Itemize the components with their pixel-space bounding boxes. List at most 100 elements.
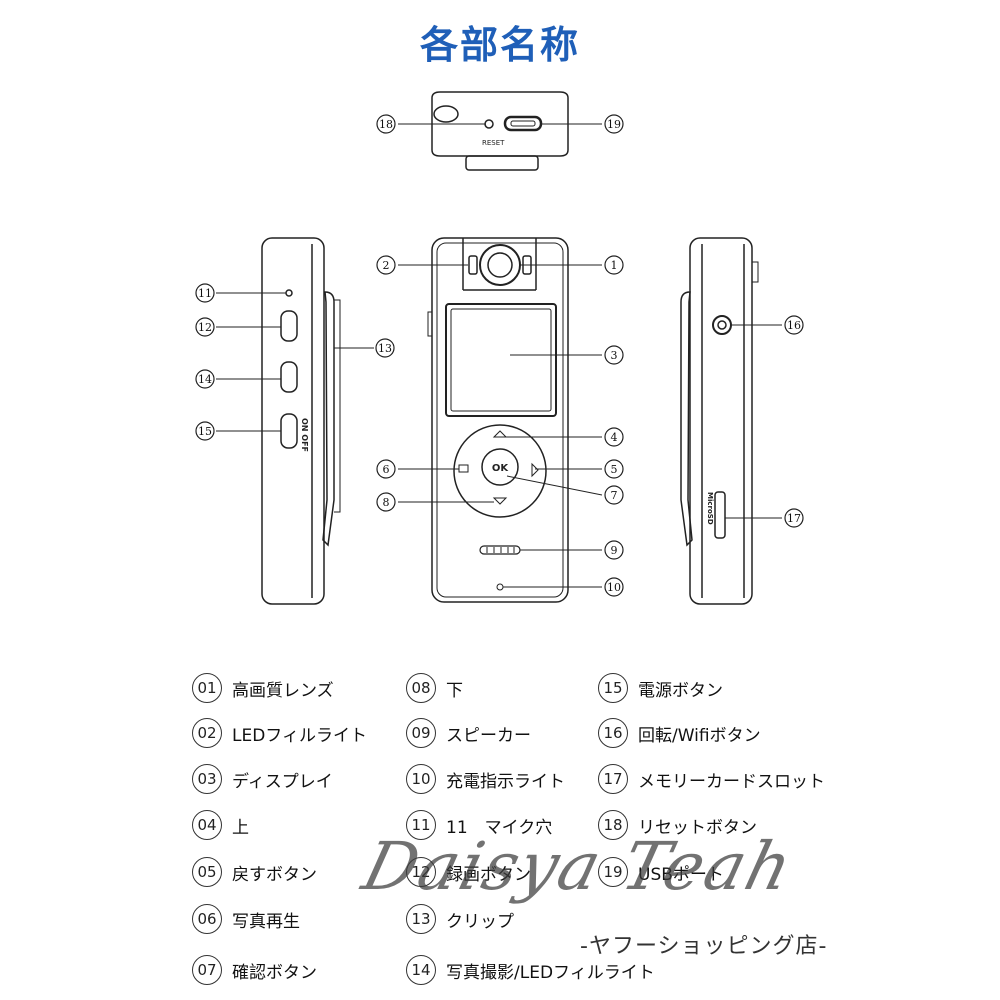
svg-text:3: 3 [611, 349, 618, 362]
callout-3: 3 [604, 345, 624, 365]
legend-number: 08 [406, 673, 436, 703]
callout-1: 1 [604, 255, 624, 275]
legend-label: LEDフィルライト [232, 725, 367, 746]
svg-text:5: 5 [611, 463, 618, 476]
on-off-label: ON OFF [300, 418, 309, 452]
callout-16: 16 [784, 315, 804, 335]
legend-number: 10 [406, 764, 436, 794]
legend-number: 14 [406, 955, 436, 985]
top-view [431, 91, 569, 171]
legend-label: ディスプレイ [232, 771, 333, 792]
legend-item: 08 下 [406, 671, 463, 705]
callout-11: 11 [195, 283, 215, 303]
callouts: 1 2 3 4 5 6 7 8 9 10 11 12 13 14 15 16 1… [195, 114, 804, 597]
legend-item: 18 リセットボタン [598, 808, 757, 842]
legend-label: 11 マイク穴 [446, 817, 553, 838]
front-view [427, 237, 569, 603]
legend-label: 電源ボタン [638, 680, 723, 701]
callout-12: 12 [195, 317, 215, 337]
svg-text:10: 10 [607, 581, 621, 594]
legend-item: 03 ディスプレイ [192, 762, 333, 796]
legend-label: 下 [446, 680, 463, 701]
svg-text:17: 17 [787, 512, 801, 525]
svg-text:12: 12 [198, 321, 212, 334]
legend-number: 09 [406, 718, 436, 748]
legend-item: 06 写真再生 [192, 902, 300, 936]
callout-14: 14 [195, 369, 215, 389]
page-title: 各部名称 [419, 23, 580, 67]
legend-number: 04 [192, 810, 222, 840]
legend-label: 上 [232, 817, 249, 838]
svg-text:14: 14 [198, 373, 212, 386]
legend-label: 高画質レンズ [232, 680, 334, 701]
legend-number: 13 [406, 904, 436, 934]
leader-lines [216, 123, 782, 588]
legend-label: USBポート [638, 864, 724, 885]
callout-10: 10 [604, 577, 624, 597]
svg-text:6: 6 [383, 463, 390, 476]
svg-text:15: 15 [198, 425, 212, 438]
legend-number: 12 [406, 857, 436, 887]
legend-label: クリップ [446, 911, 514, 932]
callout-5: 5 [604, 459, 624, 479]
legend-number: 19 [598, 857, 628, 887]
svg-text:16: 16 [787, 319, 801, 332]
usb-port-shape [503, 115, 543, 132]
legend-number: 06 [192, 904, 222, 934]
legend-number: 01 [192, 673, 222, 703]
legend-label: リセットボタン [638, 817, 757, 838]
svg-text:4: 4 [611, 431, 618, 444]
callout-9: 9 [604, 540, 624, 560]
svg-text:11: 11 [198, 287, 212, 300]
svg-text:9: 9 [611, 544, 618, 557]
legend-item: 14 写真撮影/LEDフィルライト [406, 953, 655, 987]
legend-item: 12 録画ボタン [406, 855, 531, 889]
device-diagram: RESET OK ON OFF MicroSD 1 2 3 4 5 6 7 8 … [195, 91, 804, 605]
reset-hole [484, 119, 494, 129]
legend-number: 16 [598, 718, 628, 748]
svg-text:18: 18 [379, 118, 393, 131]
legend-label: 写真再生 [232, 911, 300, 932]
legend-number: 18 [598, 810, 628, 840]
callout-8: 8 [376, 492, 396, 512]
callout-13: 13 [375, 338, 395, 358]
legend-label: スピーカー [446, 725, 531, 746]
svg-text:1: 1 [611, 259, 618, 272]
right-side-view [680, 237, 759, 605]
svg-text:19: 19 [607, 118, 621, 131]
callout-4: 4 [604, 427, 624, 447]
callout-6: 6 [376, 459, 396, 479]
legend-item: 04 上 [192, 808, 249, 842]
svg-text:13: 13 [378, 342, 392, 355]
legend-label: 回転/Wifiボタン [638, 725, 761, 746]
legend-item: 09 スピーカー [406, 716, 531, 750]
svg-text:8: 8 [383, 496, 390, 509]
microsd-label: MicroSD [706, 492, 714, 525]
legend-label: 充電指示ライト [446, 771, 565, 792]
callout-19: 19 [604, 114, 624, 134]
callout-18: 18 [376, 114, 396, 134]
top-view-hole [433, 105, 459, 123]
legend-number: 17 [598, 764, 628, 794]
legend-number: 15 [598, 673, 628, 703]
legend-number: 02 [192, 718, 222, 748]
legend-item: 16 回転/Wifiボタン [598, 716, 761, 750]
legend-label: 写真撮影/LEDフィルライト [446, 962, 655, 983]
reset-label: RESET [482, 139, 505, 147]
legend-item: 02 LEDフィルライト [192, 716, 367, 750]
left-side-view [261, 237, 341, 605]
legend-item: 19 USBポート [598, 855, 724, 889]
legend-number: 03 [192, 764, 222, 794]
legend-item: 13 クリップ [406, 902, 514, 936]
legend-label: 録画ボタン [446, 864, 531, 885]
legend-item: 10 充電指示ライト [406, 762, 565, 796]
legend-label: メモリーカードスロット [638, 771, 825, 792]
legend-number: 07 [192, 955, 222, 985]
legend-item: 15 電源ボタン [598, 671, 723, 705]
callout-7: 7 [604, 485, 624, 505]
legend-item: 01 高画質レンズ [192, 671, 334, 705]
legend-item: 17 メモリーカードスロット [598, 762, 825, 796]
callout-15: 15 [195, 421, 215, 441]
